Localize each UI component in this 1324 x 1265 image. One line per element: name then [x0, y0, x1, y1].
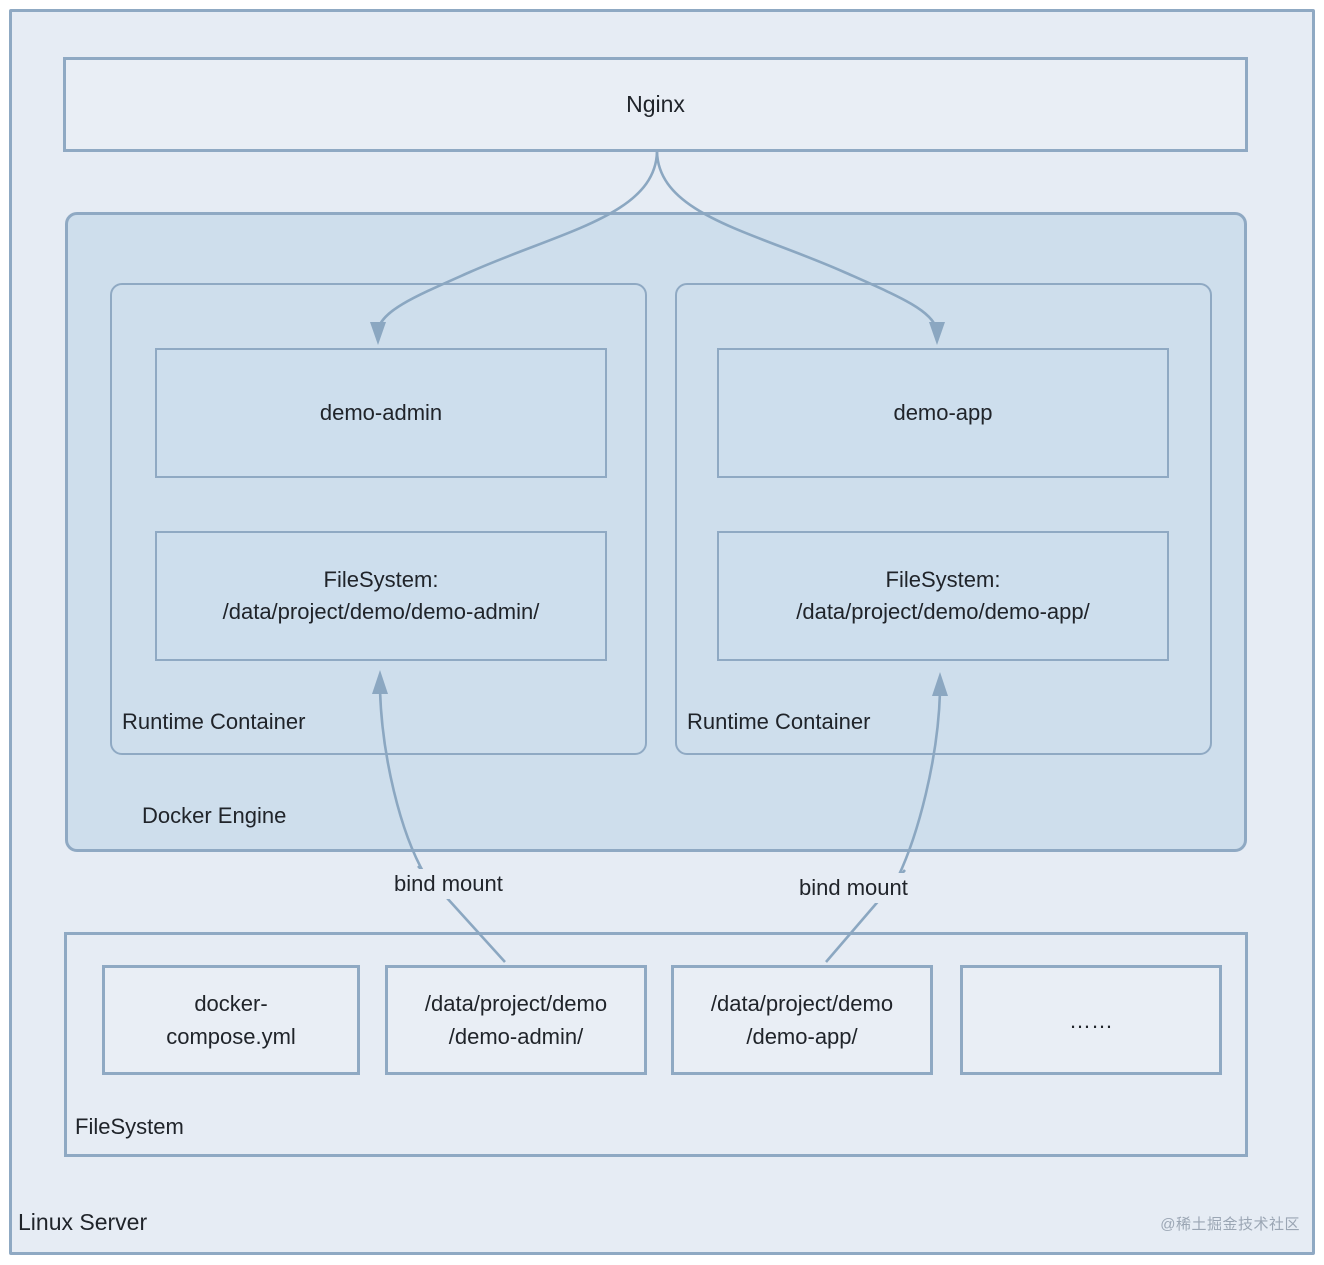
- container-filesystem-title: FileSystem:: [885, 567, 1001, 593]
- service-box-demo-app: demo-app: [717, 348, 1169, 478]
- host-file-demo-admin-path: /data/project/demo /demo-admin/: [385, 965, 647, 1075]
- docker-engine-label: Docker Engine: [142, 803, 287, 828]
- host-file-line2: /demo-app/: [746, 1024, 858, 1049]
- watermark-label: @稀土掘金技术社区: [1160, 1216, 1300, 1233]
- container-filesystem-title: FileSystem:: [323, 567, 439, 593]
- host-file-line1: /data/project/demo: [710, 991, 894, 1016]
- runtime-container-label: Runtime Container: [122, 709, 306, 734]
- host-filesystem-label: FileSystem: [75, 1114, 184, 1139]
- runtime-container-label: Runtime Container: [687, 709, 871, 734]
- host-file-line1: /data/project/demo: [424, 991, 608, 1016]
- nginx-box: Nginx: [63, 57, 1248, 152]
- bind-mount-label-right: bind mount: [793, 873, 914, 903]
- host-file-ellipsis: ……: [960, 965, 1222, 1075]
- nginx-label: Nginx: [626, 91, 685, 117]
- host-file-docker-compose: docker- compose.yml: [102, 965, 360, 1075]
- host-file-line1: docker-: [194, 991, 268, 1016]
- container-filesystem-demo-admin: FileSystem: /data/project/demo/demo-admi…: [155, 531, 607, 661]
- host-file-line2: /demo-admin/: [448, 1024, 584, 1049]
- host-file-line1: ……: [1069, 1007, 1113, 1033]
- container-filesystem-path: /data/project/demo/demo-app/: [796, 599, 1090, 624]
- linux-server-label: Linux Server: [18, 1209, 148, 1235]
- host-file-demo-app-path: /data/project/demo /demo-app/: [671, 965, 933, 1075]
- container-filesystem-demo-app: FileSystem: /data/project/demo/demo-app/: [717, 531, 1169, 661]
- service-box-demo-admin: demo-admin: [155, 348, 607, 478]
- host-file-line2: compose.yml: [166, 1024, 296, 1049]
- container-filesystem-path: /data/project/demo/demo-admin/: [222, 599, 540, 624]
- bind-mount-label-left: bind mount: [388, 869, 509, 899]
- service-label: demo-admin: [319, 400, 443, 426]
- service-label: demo-app: [893, 400, 993, 426]
